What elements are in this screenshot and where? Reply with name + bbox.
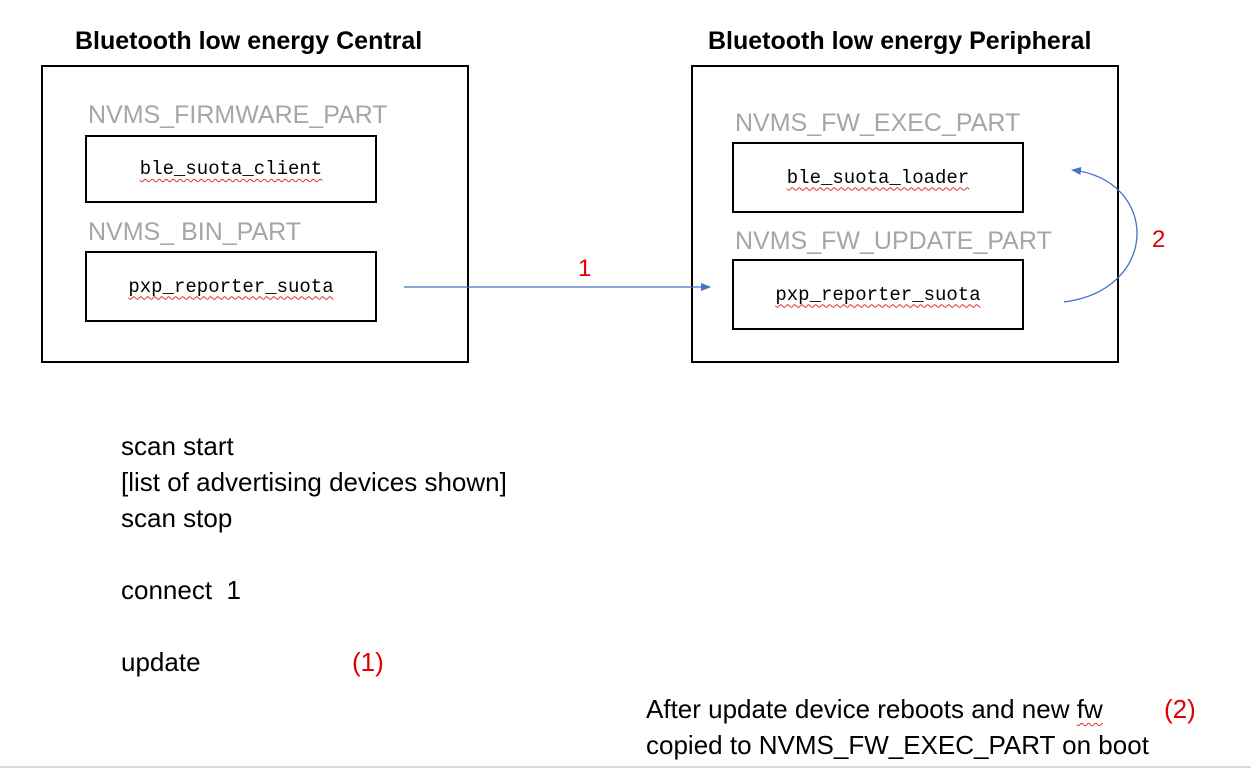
central-bin-partition-label: NVMS_ BIN_PART xyxy=(88,218,302,246)
central-firmware-partition-label: NVMS_FIRMWARE_PART xyxy=(88,101,388,129)
peripheral-update-module: pxp_reporter_suota xyxy=(732,259,1024,330)
central-firmware-module-name: ble_suota_client xyxy=(139,158,323,180)
command-scan-stop: scan stop xyxy=(121,503,233,533)
command-device-list: [list of advertising devices shown] xyxy=(121,467,507,497)
central-title: Bluetooth low energy Central xyxy=(75,27,423,55)
central-bin-module-name: pxp_reporter_suota xyxy=(128,275,334,298)
bottom-divider xyxy=(0,766,1251,768)
central-bin-module: pxp_reporter_suota xyxy=(85,251,377,322)
command-scan-start: scan start xyxy=(121,431,234,461)
central-firmware-module: ble_suota_client xyxy=(85,135,377,203)
note-fw-word: fw xyxy=(1076,694,1103,724)
note-step-number: (2) xyxy=(1164,694,1196,724)
peripheral-title: Bluetooth low energy Peripheral xyxy=(708,27,1092,55)
reboot-copy-arrow xyxy=(1063,167,1138,303)
peripheral-exec-partition-label: NVMS_FW_EXEC_PART xyxy=(735,109,1021,137)
peripheral-exec-module: ble_suota_loader xyxy=(732,142,1024,213)
command-update: update xyxy=(121,647,201,677)
command-step-number: (1) xyxy=(352,647,384,677)
reboot-step-number: 2 xyxy=(1152,226,1166,253)
note-line-2: copied to NVMS_FW_EXEC_PART on boot xyxy=(646,730,1149,760)
transfer-step-number: 1 xyxy=(578,255,592,282)
peripheral-update-partition-label: NVMS_FW_UPDATE_PART xyxy=(735,227,1052,255)
note-line-1: After update device reboots and new fw xyxy=(646,694,1103,725)
command-connect: connect 1 xyxy=(121,575,241,605)
peripheral-update-module-name: pxp_reporter_suota xyxy=(775,283,981,306)
note-line-1-text: After update device reboots and new xyxy=(646,694,1077,724)
peripheral-exec-module-name: ble_suota_loader xyxy=(786,166,970,189)
